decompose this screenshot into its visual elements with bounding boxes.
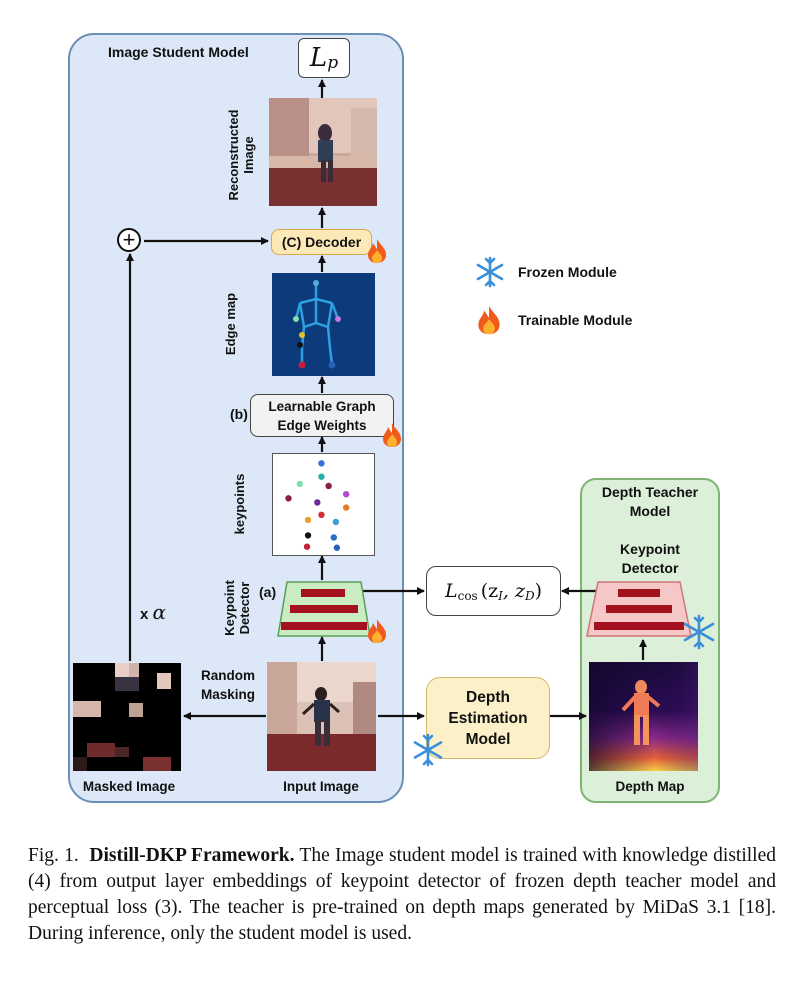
loss-cos-sub: cos xyxy=(457,589,478,603)
alpha-multiplier: x α xyxy=(140,600,166,624)
snowflake-icon xyxy=(476,256,504,288)
keypoint-dot xyxy=(330,534,337,541)
masked-image xyxy=(73,663,181,771)
step-b-label: (b) xyxy=(230,406,248,422)
depth-map-image xyxy=(589,662,698,771)
graph-box-line1: Learnable Graph xyxy=(268,398,376,414)
edge-map-image xyxy=(272,273,375,376)
teacher-model-title: Depth Teacher Model xyxy=(580,483,720,521)
masked-image-label: Masked Image xyxy=(82,779,176,794)
teacher-title-line2: Model xyxy=(629,503,671,519)
caption-title: Distill-DKP Framework. xyxy=(89,845,295,866)
loss-cos-arg1: I xyxy=(498,589,503,603)
depth-map-label: Depth Map xyxy=(615,779,685,794)
keypoint-dot xyxy=(285,495,292,502)
depth-model-line1: Depth xyxy=(466,688,510,706)
keypoints-label: keypoints xyxy=(232,473,247,535)
edge-map-label: Edge map xyxy=(223,292,238,356)
graph-box-line2: Edge Weights xyxy=(277,417,367,433)
keypoint-dot xyxy=(304,516,312,524)
random-masking-line2: Masking xyxy=(200,687,255,702)
caption-prefix: Fig. 1. xyxy=(28,845,79,866)
keypoint-dot xyxy=(333,544,341,551)
loss-p-script: L xyxy=(309,43,328,73)
keypoint-dot xyxy=(318,511,325,518)
step-a-label: (a) xyxy=(259,584,277,600)
keypoints-image xyxy=(272,453,375,556)
keypoint-dot xyxy=(325,482,332,490)
flame-icon xyxy=(368,239,386,263)
loss-p-sub: p xyxy=(327,53,339,73)
keypoint-dot xyxy=(318,460,325,467)
flame-icon xyxy=(383,423,401,447)
keypoint-dot xyxy=(314,499,321,506)
keypoint-dot xyxy=(303,543,311,550)
reconstructed-label-line1: Reconstructed xyxy=(226,109,241,201)
input-image xyxy=(267,662,376,771)
keypoint-dot xyxy=(296,480,304,488)
keypoint-dot xyxy=(332,518,340,526)
keypoint-dot xyxy=(342,504,350,511)
student-keypoint-detector xyxy=(277,581,371,637)
decoder-box: (C) Decoder xyxy=(271,229,372,255)
detector-label-line2: Detector xyxy=(237,581,252,635)
learnable-graph-box: Learnable Graph Edge Weights xyxy=(250,394,394,437)
student-model-title: Image Student Model xyxy=(108,44,249,60)
caption-body: The Image student model is trained with … xyxy=(28,845,776,944)
snowflake-icon xyxy=(683,614,715,650)
reconstructed-image xyxy=(269,98,377,206)
flame-icon xyxy=(478,305,500,335)
legend-frozen-label: Frozen Module xyxy=(518,264,617,280)
keypoint-dot xyxy=(342,491,350,498)
random-masking-label: Random Masking xyxy=(190,666,266,704)
teacher-detector-line1: Keypoint xyxy=(620,541,680,557)
sum-node: + xyxy=(117,228,141,252)
reconstructed-label-line2: Image xyxy=(241,136,256,174)
loss-cos-script: L xyxy=(444,580,458,602)
flame-icon xyxy=(368,619,386,643)
input-image-label: Input Image xyxy=(283,779,359,794)
loss-cos-arg2: D xyxy=(524,589,535,603)
depth-estimation-model-box: Depth Estimation Model xyxy=(426,677,550,759)
keypoint-detector-label: Keypoint Detector xyxy=(222,568,254,648)
reconstructed-image-label: Reconstructed Image xyxy=(226,100,256,210)
detector-label-line1: Keypoint xyxy=(222,580,237,636)
depth-model-line3: Model xyxy=(465,730,511,748)
alpha-x: x xyxy=(140,606,149,623)
legend-trainable-label: Trainable Module xyxy=(518,312,633,328)
keypoint-dot xyxy=(304,532,312,539)
loss-cos-open: (z xyxy=(480,580,499,602)
snowflake-icon xyxy=(413,733,443,767)
figure-caption: Fig. 1. Distill-DKP Framework. The Image… xyxy=(28,843,776,947)
teacher-detector-line2: Detector xyxy=(621,560,679,576)
depth-model-line2: Estimation xyxy=(448,709,528,727)
teacher-detector-label: Keypoint Detector xyxy=(580,540,720,578)
keypoint-dot xyxy=(318,473,325,480)
loss-cos-comma: , z xyxy=(502,580,525,602)
loss-cos-close: ) xyxy=(534,580,543,602)
teacher-title-line1: Depth Teacher xyxy=(601,484,699,500)
alpha-symbol: α xyxy=(152,600,167,624)
random-masking-line1: Random xyxy=(201,668,255,683)
teacher-keypoint-detector xyxy=(586,581,692,637)
